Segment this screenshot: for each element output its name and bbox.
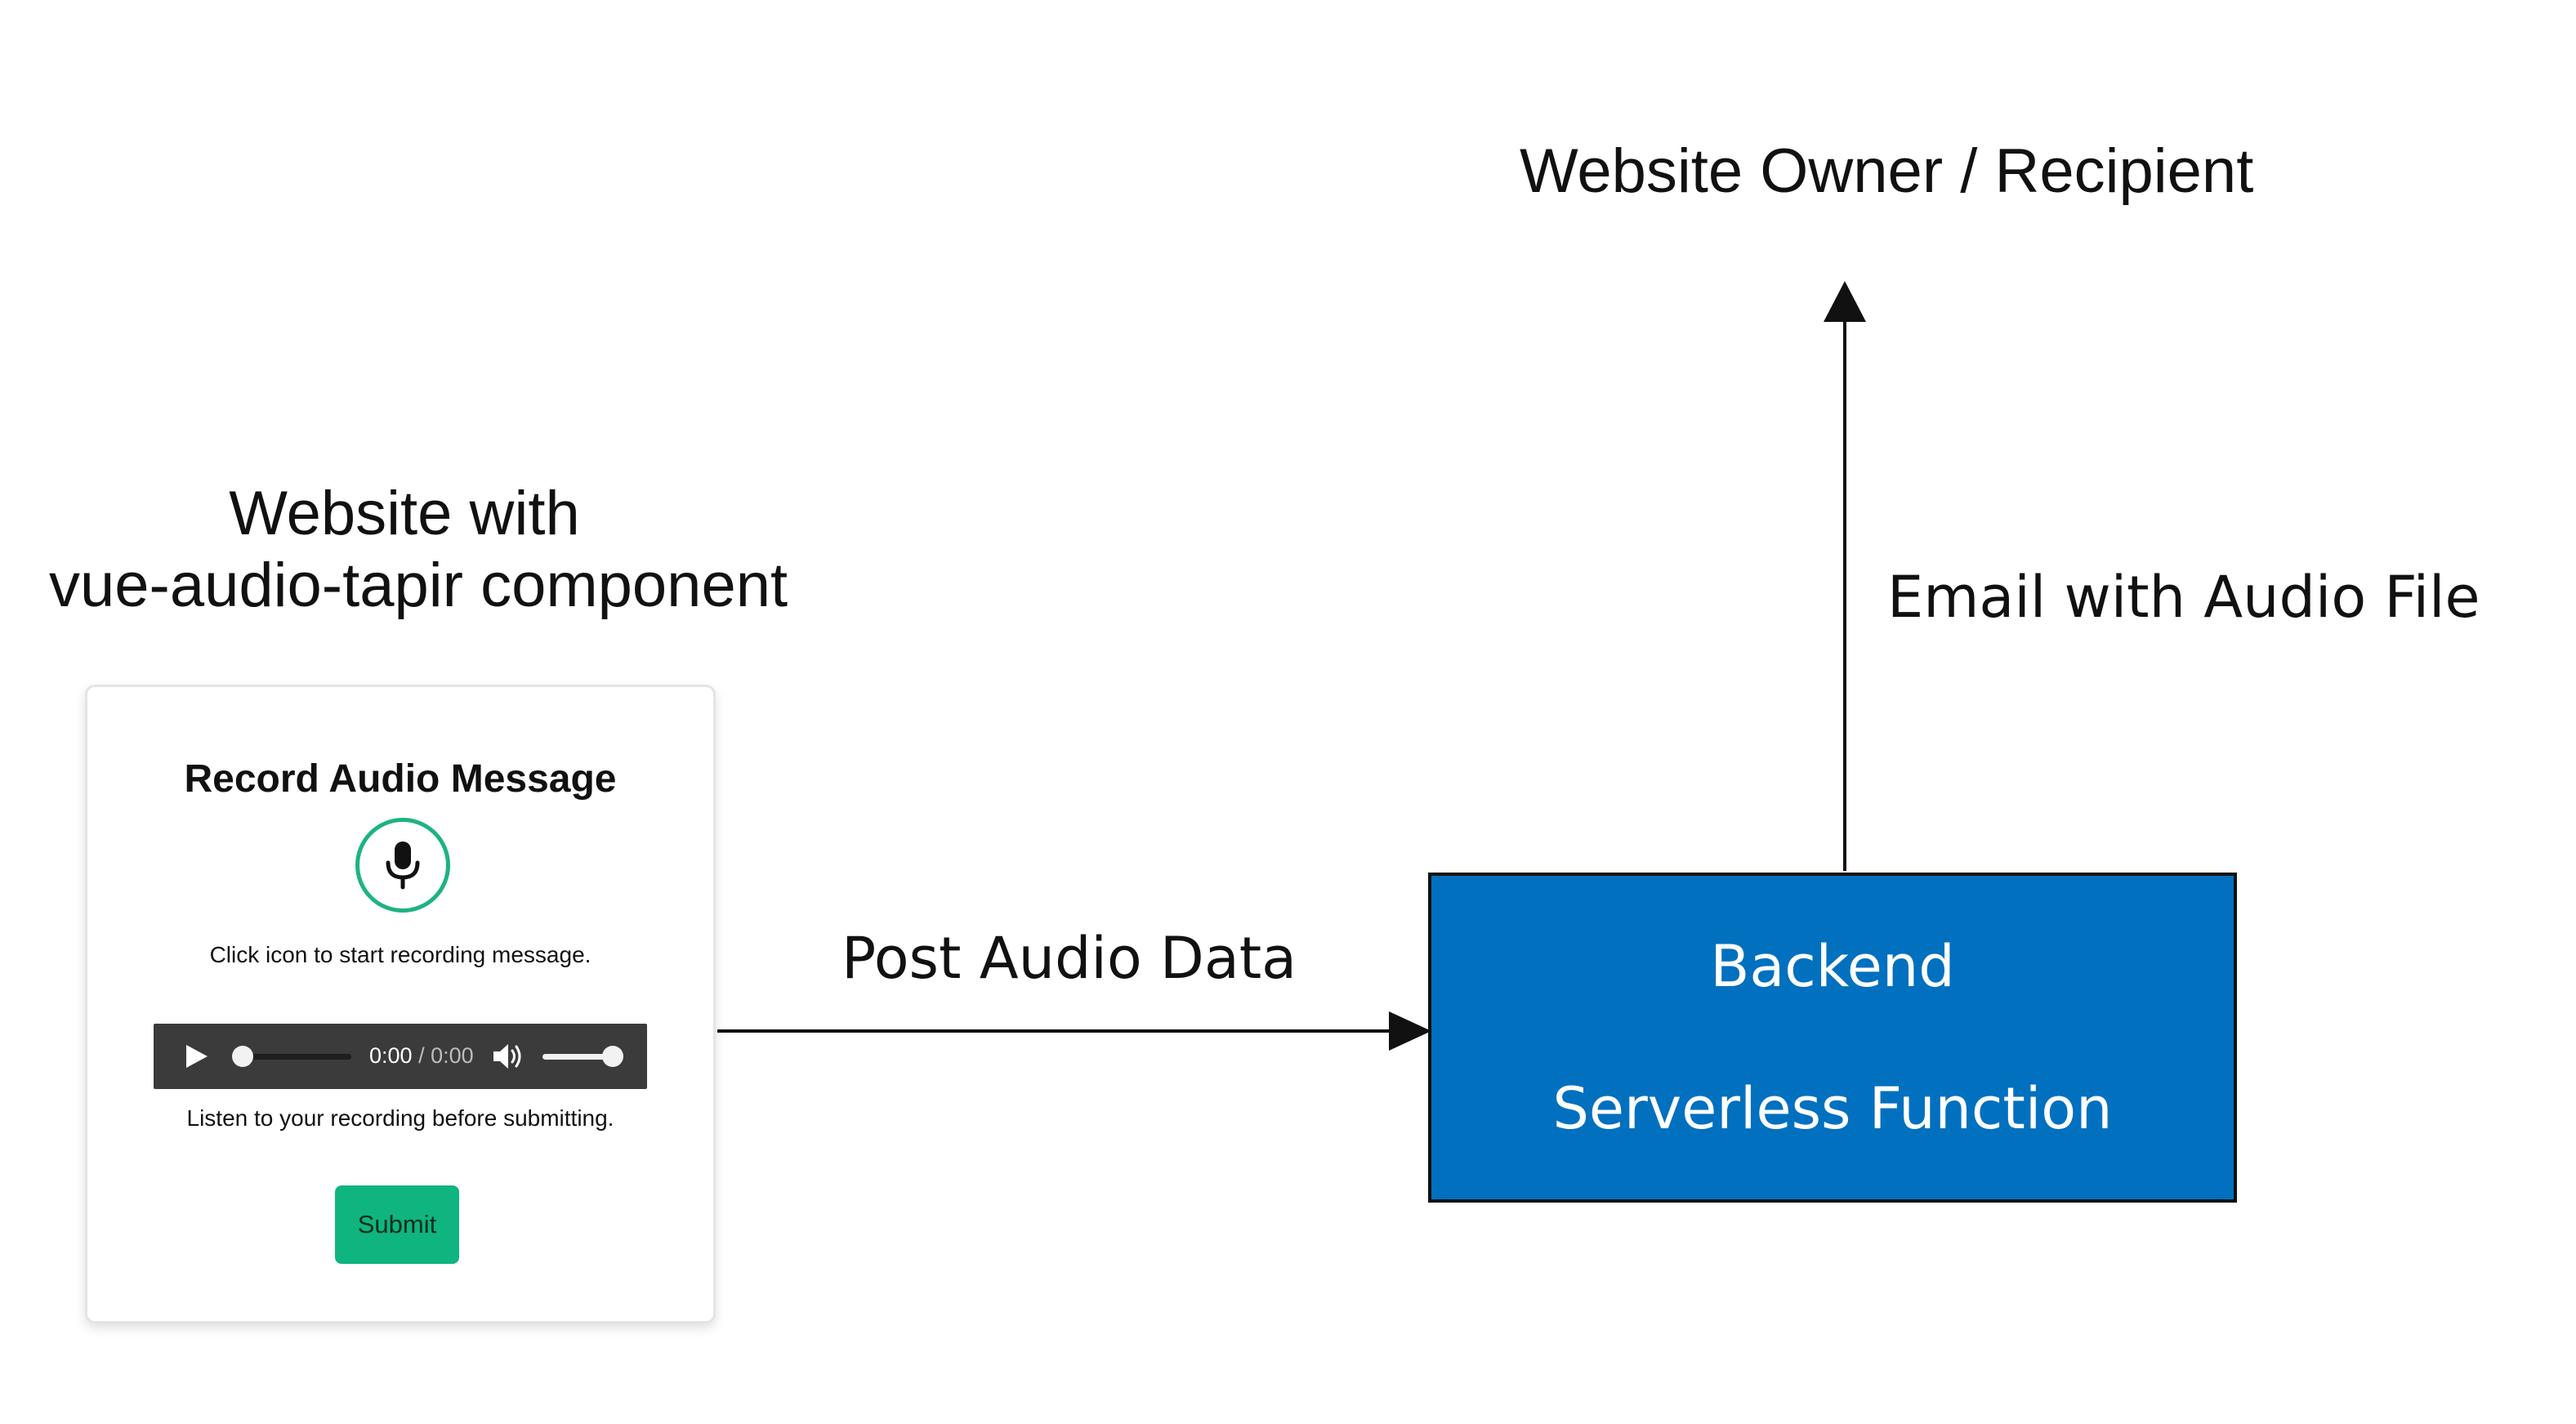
seek-handle[interactable] xyxy=(232,1046,253,1067)
listen-hint: Listen to your recording before submitti… xyxy=(186,1105,614,1131)
play-icon[interactable] xyxy=(185,1043,209,1069)
post-arrow-label: Post Audio Data xyxy=(842,925,1297,992)
record-hint: Click icon to start recording message. xyxy=(209,942,592,967)
record-button[interactable] xyxy=(355,818,450,913)
time-display: 0:00 / 0:00 xyxy=(369,1043,474,1069)
arrow-post-head xyxy=(1389,1011,1431,1051)
volume-icon[interactable] xyxy=(492,1042,525,1071)
email-arrow-label: Email with Audio File xyxy=(1887,564,2480,631)
backend-title: Backend xyxy=(1710,933,1955,1000)
audio-recorder-card: Record Audio Message Click icon to start… xyxy=(85,685,716,1324)
backend-subtitle: Serverless Function xyxy=(1552,1075,2113,1142)
audio-player: 0:00 / 0:00 xyxy=(154,1024,647,1089)
recorder-title: Record Audio Message xyxy=(184,757,617,801)
website-label-line2: vue-audio-tapir component xyxy=(49,551,788,620)
volume-handle[interactable] xyxy=(602,1046,623,1067)
website-label-line1: Website with xyxy=(229,479,580,548)
current-time: 0:00 xyxy=(369,1043,413,1068)
website-label: Website with vue-audio-tapir component xyxy=(49,478,788,622)
owner-recipient-label: Website Owner / Recipient xyxy=(1520,136,2254,206)
volume-slider[interactable] xyxy=(542,1054,613,1060)
arrow-email-head xyxy=(1824,281,1866,322)
duration-time: 0:00 xyxy=(431,1043,474,1068)
backend-box: Backend Serverless Function xyxy=(1428,873,2237,1203)
seek-bar[interactable] xyxy=(239,1054,351,1060)
microphone-icon xyxy=(386,841,420,890)
time-separator: / xyxy=(412,1043,431,1068)
submit-button[interactable]: Submit xyxy=(335,1185,459,1264)
